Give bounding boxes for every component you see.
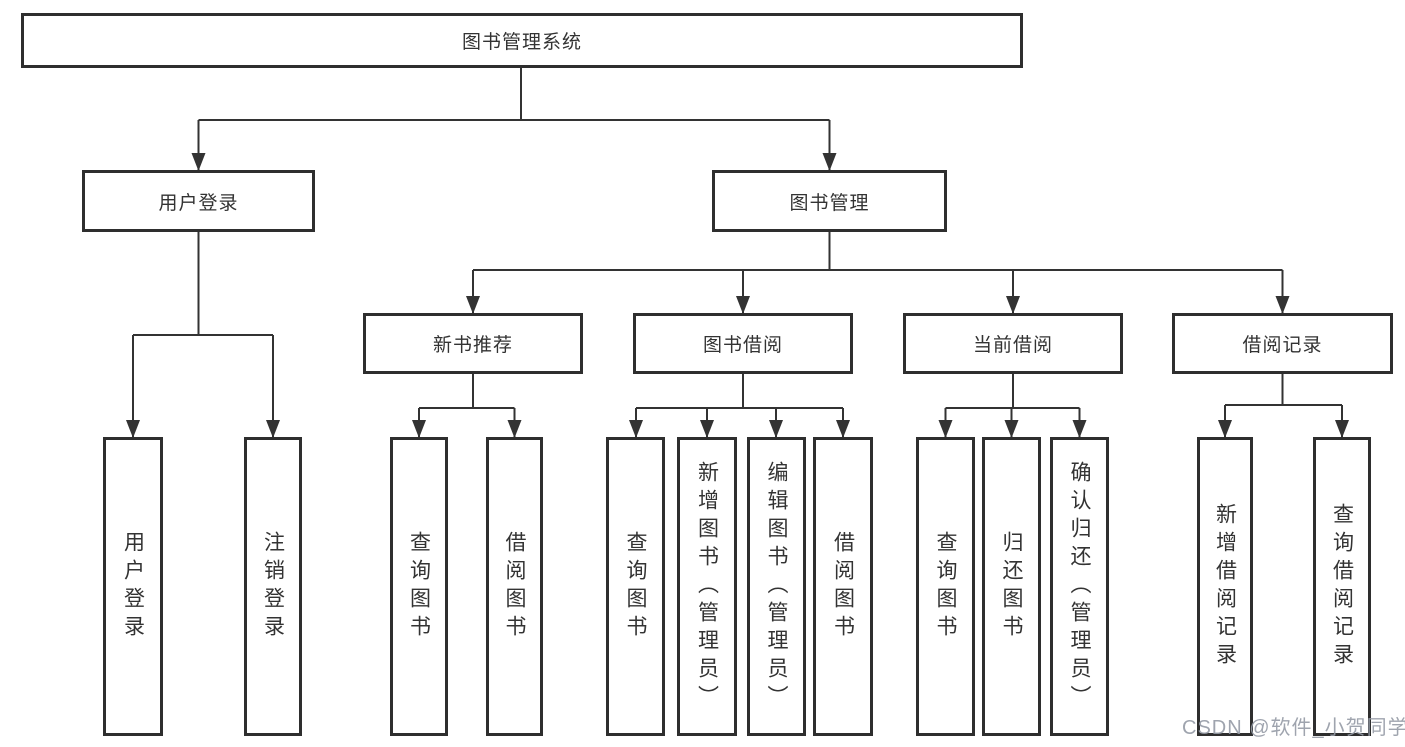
leaf-current-query-books-label: 查询图书 bbox=[934, 530, 957, 643]
leaf-newbook-query-books: 查询图书 bbox=[390, 437, 448, 736]
leaf-borrow-query-books-label: 查询图书 bbox=[624, 530, 647, 643]
leaf-borrow-borrow-books: 借阅图书 bbox=[813, 437, 873, 736]
leaf-current-return-books-label: 归还图书 bbox=[1000, 530, 1023, 643]
leaf-borrow-edit-books-label: 编辑图书（管理员） bbox=[765, 460, 788, 713]
leaf-borrow-edit-books: 编辑图书（管理员） bbox=[747, 437, 806, 736]
node-user-login: 用户登录 bbox=[82, 170, 315, 232]
leaf-user-login-label: 用户登录 bbox=[121, 530, 145, 643]
leaf-current-confirm-return-label: 确认归还（管理员） bbox=[1068, 460, 1091, 713]
leaf-user-login: 用户登录 bbox=[103, 437, 163, 736]
node-book-management-label: 图书管理 bbox=[789, 192, 870, 214]
node-user-login-label: 用户登录 bbox=[158, 192, 239, 214]
node-root: 图书管理系统 bbox=[21, 13, 1023, 68]
node-new-book-recommend-label: 新书推荐 bbox=[432, 335, 513, 356]
connector-trunks bbox=[133, 68, 1342, 409]
leaf-newbook-borrow-books: 借阅图书 bbox=[486, 437, 543, 736]
node-current-borrowing-label: 当前借阅 bbox=[972, 335, 1053, 356]
node-book-borrowing-label: 图书借阅 bbox=[702, 335, 783, 356]
node-new-book-recommend: 新书推荐 bbox=[363, 313, 583, 374]
leaf-borrow-add-books: 新增图书（管理员） bbox=[677, 437, 737, 736]
leaf-logout-label: 注销登录 bbox=[261, 530, 285, 643]
leaf-current-return-books: 归还图书 bbox=[982, 437, 1041, 736]
leaf-records-query-record-label: 查询借阅记录 bbox=[1330, 502, 1354, 671]
node-borrowing-records: 借阅记录 bbox=[1172, 313, 1393, 374]
node-root-label: 图书管理系统 bbox=[461, 32, 582, 53]
leaf-borrow-add-books-label: 新增图书（管理员） bbox=[695, 460, 719, 713]
leaf-records-add-record: 新增借阅记录 bbox=[1197, 437, 1253, 736]
leaf-records-query-record: 查询借阅记录 bbox=[1313, 437, 1371, 736]
node-book-management: 图书管理 bbox=[712, 170, 947, 232]
leaf-current-query-books: 查询图书 bbox=[916, 437, 975, 736]
leaf-newbook-query-books-label: 查询图书 bbox=[407, 530, 431, 643]
node-current-borrowing: 当前借阅 bbox=[903, 313, 1123, 374]
csdn-watermark: CSDN @软件_小贺同学 bbox=[1182, 717, 1405, 739]
leaf-current-confirm-return: 确认归还（管理员） bbox=[1050, 437, 1109, 736]
leaf-borrow-borrow-books-label: 借阅图书 bbox=[831, 530, 855, 643]
node-borrowing-records-label: 借阅记录 bbox=[1242, 335, 1323, 356]
leaf-newbook-borrow-books-label: 借阅图书 bbox=[503, 530, 526, 643]
leaf-logout: 注销登录 bbox=[244, 437, 302, 736]
leaf-records-add-record-label: 新增借阅记录 bbox=[1213, 502, 1237, 671]
node-book-borrowing: 图书借阅 bbox=[633, 313, 853, 374]
leaf-borrow-query-books: 查询图书 bbox=[606, 437, 665, 736]
